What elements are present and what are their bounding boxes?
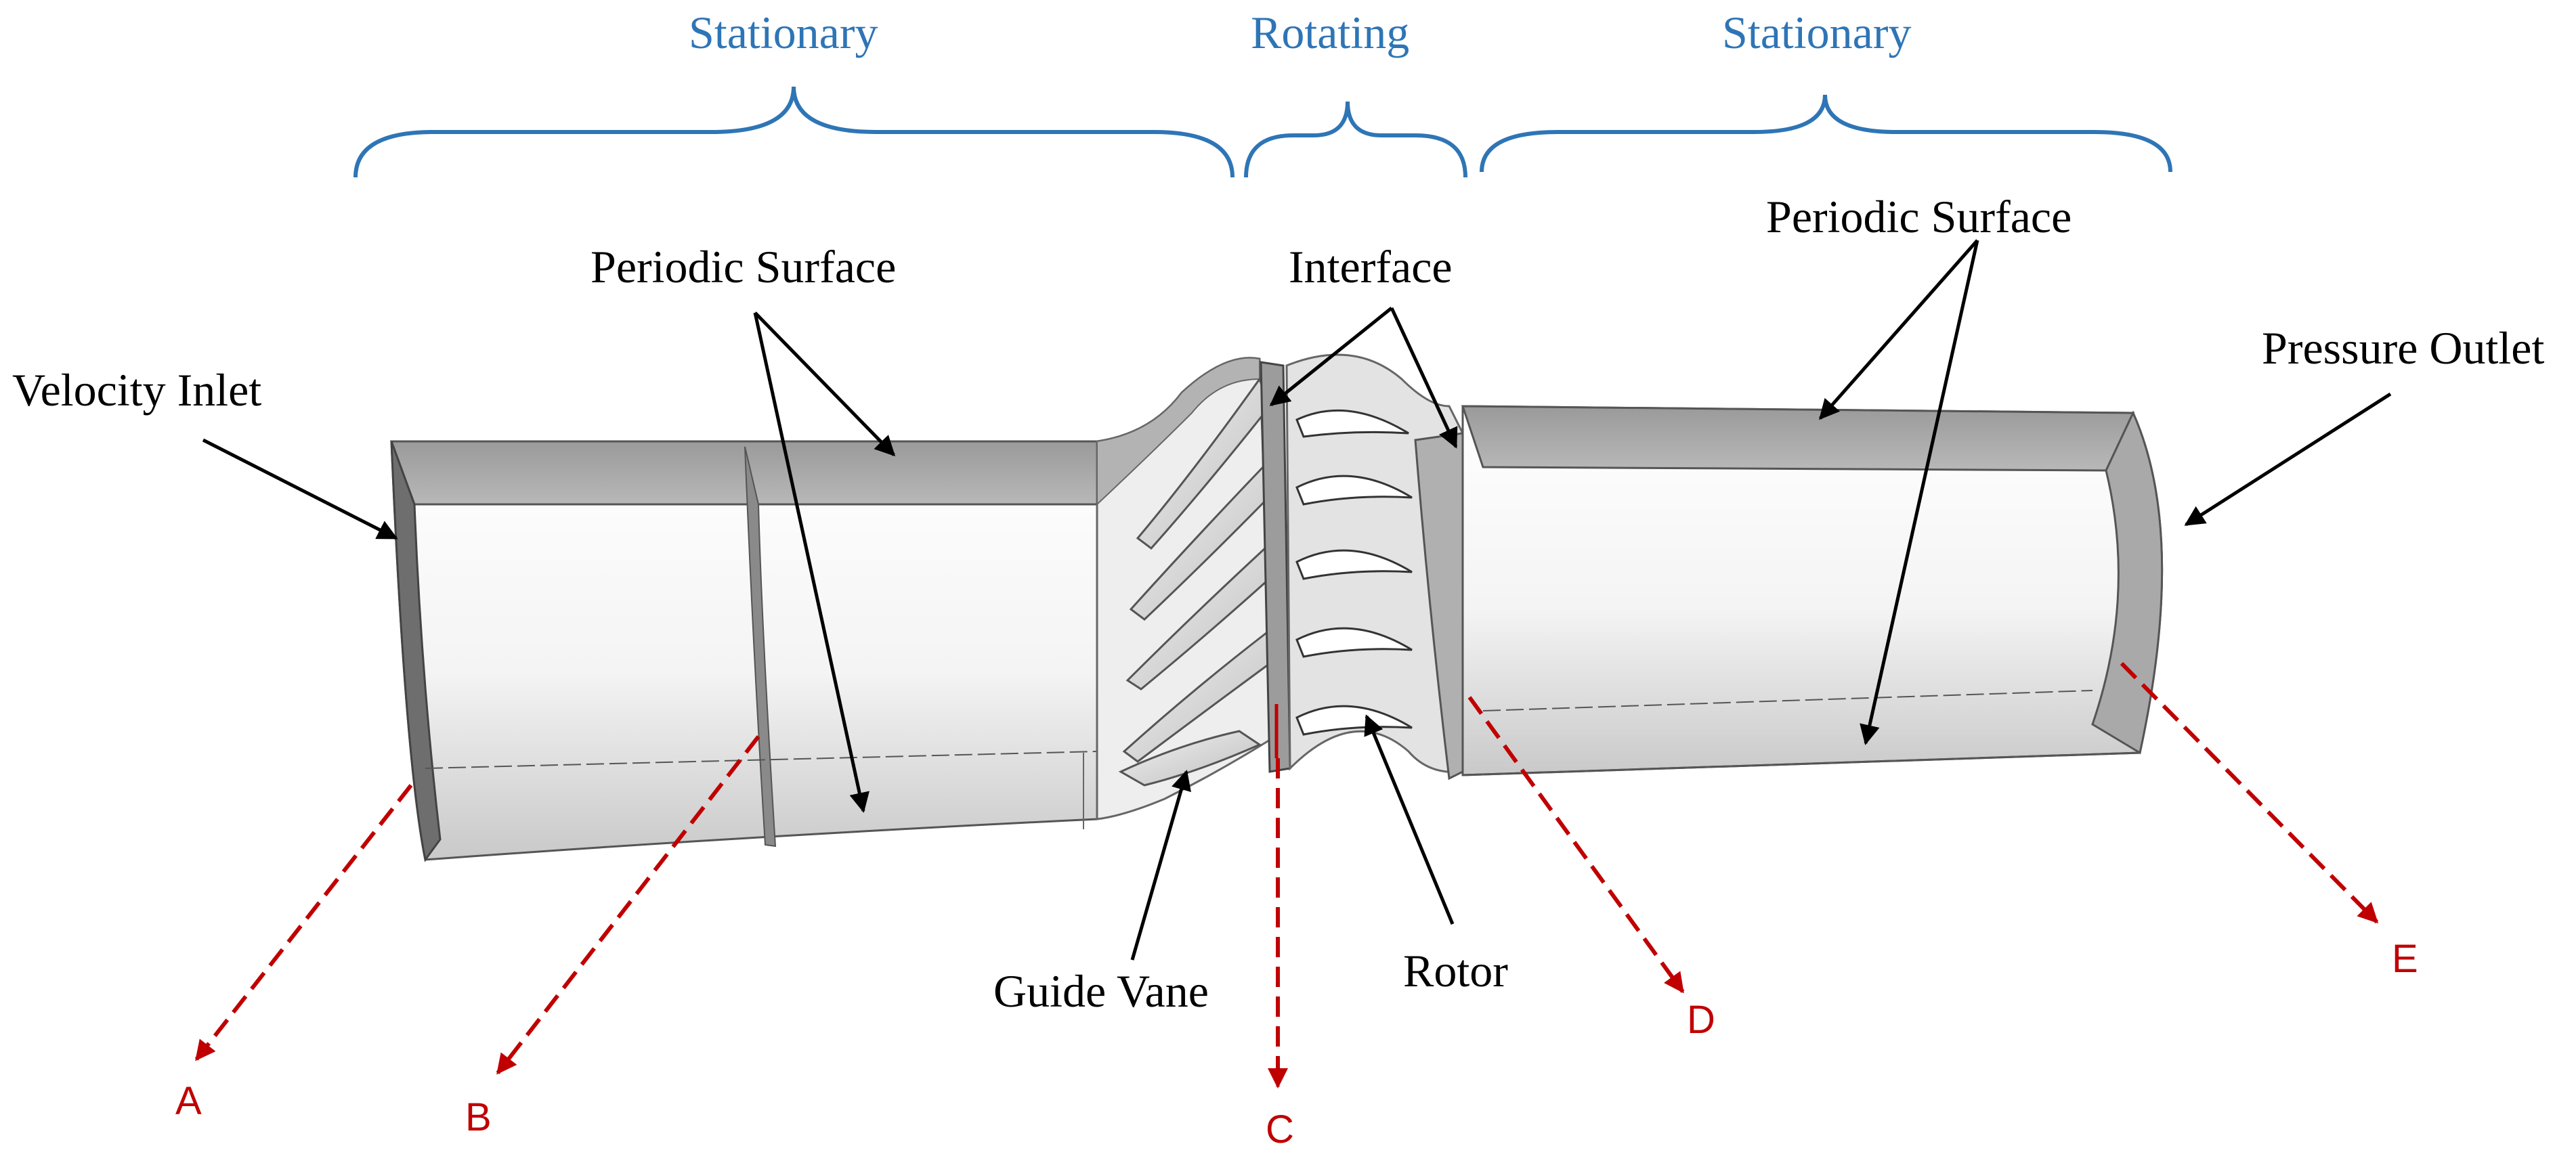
section-label-d: D xyxy=(1687,998,1715,1042)
arrow-pressure-outlet xyxy=(2184,392,2392,527)
section-arrows xyxy=(194,661,2379,1089)
zone-label-stationary-right: Stationary xyxy=(1722,7,1912,58)
zone-label-stationary-left: Stationary xyxy=(689,7,878,58)
label-periodic-surface-left: Periodic Surface xyxy=(591,241,897,292)
inlet-section-body xyxy=(389,440,1098,862)
rotor-outlet-face xyxy=(1414,432,1464,781)
section-label-e: E xyxy=(2392,937,2418,981)
leader-arrows xyxy=(202,239,2392,961)
brace-rotating xyxy=(1244,101,1467,178)
label-guide-vane: Guide Vane xyxy=(993,965,1209,1017)
rotor-blades xyxy=(1295,409,1413,736)
arrow-periodic-right-bottom xyxy=(1860,240,1979,745)
label-rotor: Rotor xyxy=(1403,945,1508,996)
arrow-periodic-left-bottom xyxy=(753,312,870,813)
zone-braces xyxy=(353,86,2172,178)
brace-stationary-left xyxy=(353,86,1235,178)
arrow-periodic-right-top xyxy=(1819,239,1979,420)
label-interface: Interface xyxy=(1289,241,1453,292)
section-label-b: B xyxy=(465,1095,492,1139)
section-arrow-e xyxy=(2120,661,2379,924)
section-label-a: A xyxy=(175,1079,202,1123)
section-label-c: C xyxy=(1266,1107,1294,1151)
section-arrow-d xyxy=(1467,696,1685,994)
label-periodic-surface-right: Periodic Surface xyxy=(1766,191,2072,242)
arrow-rotor xyxy=(1364,714,1455,925)
brace-stationary-right xyxy=(1480,94,2172,173)
periodic-surface-top-left xyxy=(389,440,1098,506)
outlet-section-body xyxy=(1461,405,2164,776)
arrow-velocity-inlet xyxy=(202,438,398,540)
zone-label-rotating: Rotating xyxy=(1251,7,1410,58)
section-arrow-a xyxy=(194,784,413,1061)
section-arrow-b xyxy=(496,735,760,1075)
label-velocity-inlet: Velocity Inlet xyxy=(12,364,262,416)
periodic-surface-top-right xyxy=(1461,405,2135,472)
arrow-periodic-left-top xyxy=(754,311,896,457)
velocity-inlet-face xyxy=(390,441,442,862)
pressure-outlet-face xyxy=(2091,410,2164,755)
label-pressure-outlet: Pressure Outlet xyxy=(2262,322,2545,374)
arrow-interface-right xyxy=(1390,307,1458,449)
section-b-plane xyxy=(744,446,777,848)
arrow-interface-left xyxy=(1269,307,1393,406)
arrow-guide-vane xyxy=(1130,770,1191,961)
